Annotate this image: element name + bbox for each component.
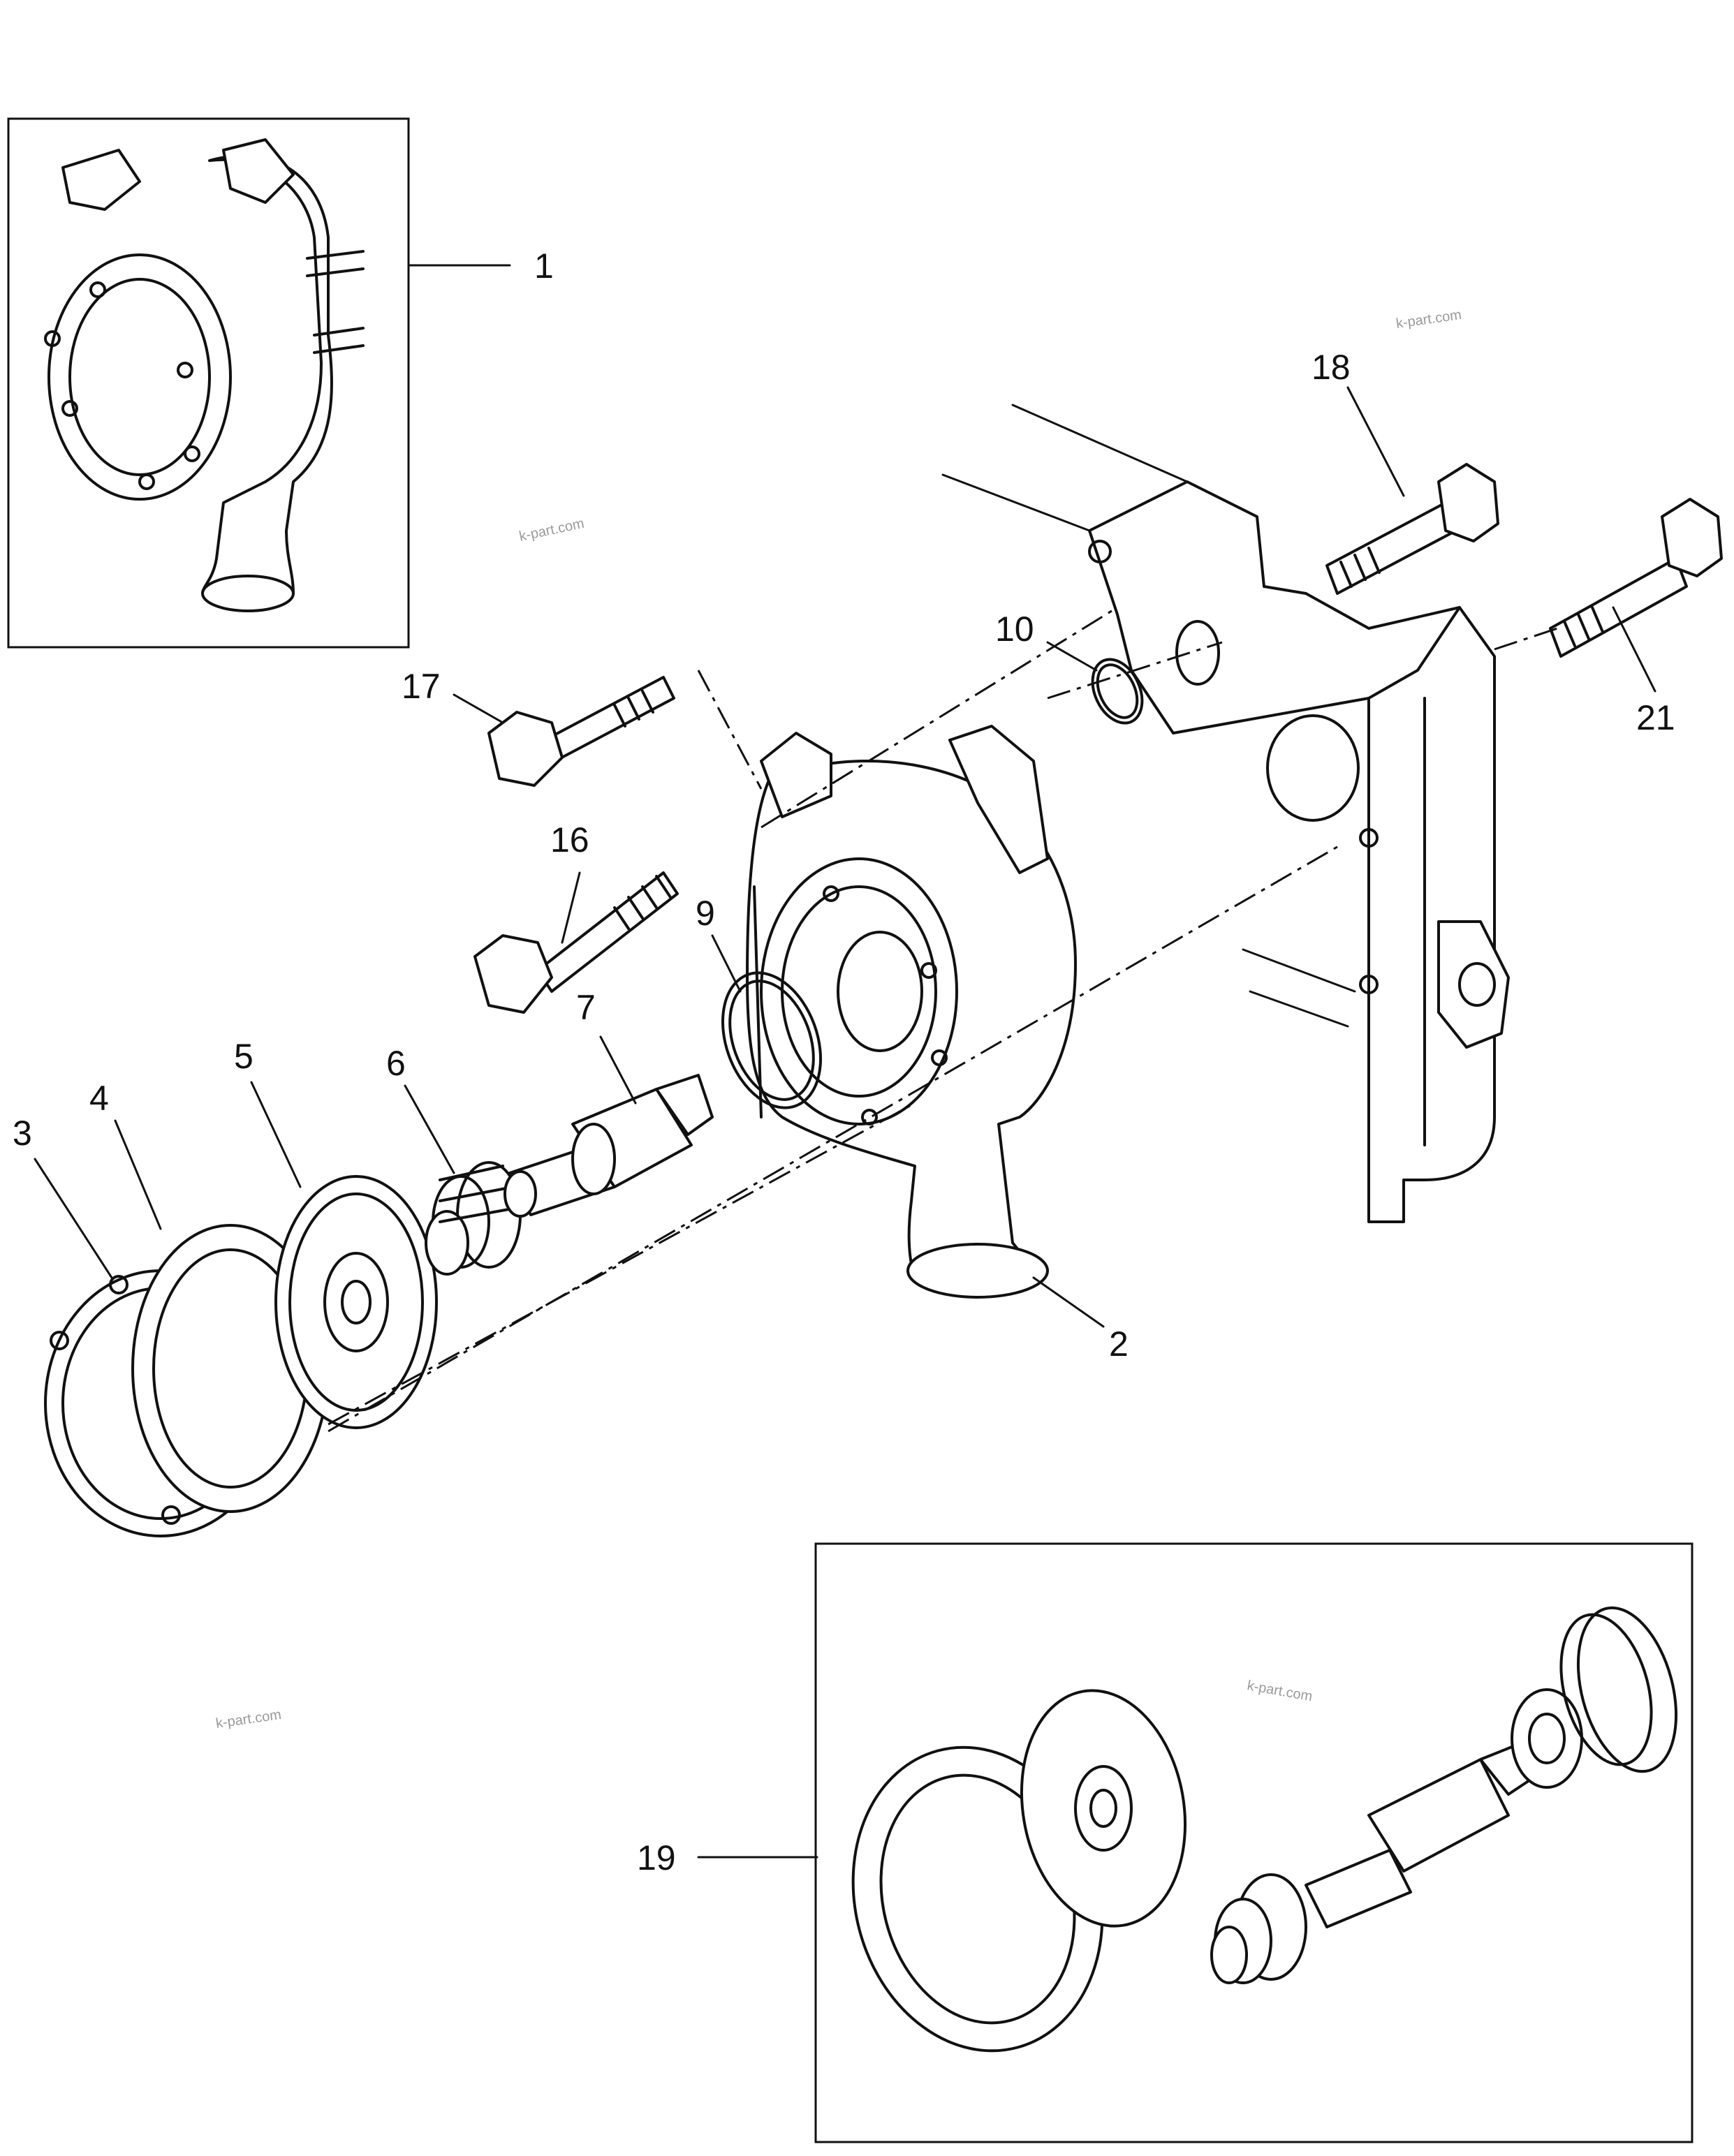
callout-21: 21 (1636, 698, 1675, 737)
part-5-impeller (250, 1081, 438, 1429)
callout-9: 9 (696, 894, 715, 933)
callout-5: 5 (234, 1037, 254, 1076)
watermark: k-part.com (1246, 1678, 1314, 1704)
inset-repair-kit (697, 1542, 1693, 2143)
repair-kit-seal (1210, 1873, 1307, 1984)
leader-5 (250, 1081, 302, 1188)
leader-2 (1032, 1276, 1105, 1328)
part-18-bolt (1325, 386, 1499, 595)
engine-front-cover (941, 404, 1510, 1223)
leader-3 (34, 1158, 113, 1279)
callout-1: 1 (534, 246, 554, 286)
callout-labels: 1 2 3 4 5 6 7 9 10 16 17 18 19 21 (13, 246, 1675, 1877)
callout-3: 3 (13, 1114, 32, 1153)
repair-kit-impeller (1020, 1689, 1187, 1928)
part-10-o-ring (1046, 641, 1144, 725)
leader-17 (453, 693, 504, 724)
callout-17: 17 (402, 667, 441, 706)
leader-16 (561, 871, 581, 944)
callout-7: 7 (576, 988, 596, 1027)
callout-16: 16 (550, 820, 589, 859)
watermark: k-part.com (1395, 307, 1463, 332)
assembled-pump-drawing (44, 138, 365, 612)
inset-assembled-pump (7, 117, 511, 649)
repair-kit-shaft (1305, 1744, 1531, 1928)
leader-21 (1612, 606, 1656, 693)
assembly-centerlines (328, 606, 1558, 1433)
watermark: k-part.com (215, 1707, 283, 1732)
leader-7 (599, 1035, 637, 1105)
repair-kit-bearing-rings (1511, 1606, 1678, 1789)
leader-6 (404, 1084, 455, 1174)
part-9-o-ring (711, 934, 823, 1109)
callout-4: 4 (89, 1079, 109, 1118)
part-16-bolt (473, 871, 679, 1014)
callout-19: 19 (637, 1838, 676, 1877)
leader-9 (711, 934, 742, 993)
callout-18: 18 (1311, 348, 1351, 387)
leader-18 (1346, 386, 1405, 497)
leader-4 (114, 1119, 162, 1230)
watermark: k-part.com (517, 516, 585, 545)
part-17-bolt (453, 676, 675, 787)
leader-10 (1046, 641, 1098, 672)
callout-6: 6 (386, 1044, 406, 1083)
part-21-bolt (1549, 498, 1723, 693)
callout-2: 2 (1109, 1324, 1129, 1364)
part-7-shaft-bearing (504, 1035, 714, 1218)
pump-body (746, 725, 1105, 1328)
callout-10: 10 (995, 610, 1034, 649)
